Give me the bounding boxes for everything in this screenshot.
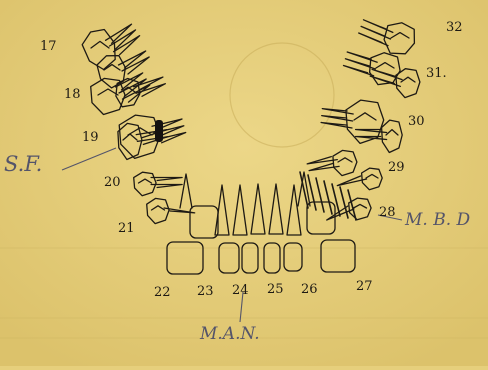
tooth-number-32: 32 <box>446 21 463 34</box>
tooth-number-25: 25 <box>267 283 284 296</box>
tooth-number-27: 27 <box>356 280 373 293</box>
tooth-number-28: 28 <box>379 206 396 219</box>
tooth-number-29: 29 <box>388 161 405 174</box>
tooth-number-18: 18 <box>64 88 81 101</box>
tooth-number-30: 30 <box>408 115 425 128</box>
tooth-number-24: 24 <box>232 284 249 297</box>
tooth-number-23: 23 <box>197 285 214 298</box>
tooth-number-19: 19 <box>82 131 99 144</box>
tooth-number-17: 17 <box>40 40 57 53</box>
annotation-man: M.A.N. <box>200 326 260 343</box>
tooth-number-21: 21 <box>118 222 135 235</box>
tooth-number-22: 22 <box>154 286 171 299</box>
annotation-sf: S.F. <box>4 154 42 175</box>
annotation-mbd: M. B. D <box>405 212 470 229</box>
tooth-number-20: 20 <box>104 176 121 189</box>
tooth-number-26: 26 <box>301 283 318 296</box>
filling-mark <box>155 120 163 142</box>
tooth-number-31: 31. <box>426 67 447 80</box>
